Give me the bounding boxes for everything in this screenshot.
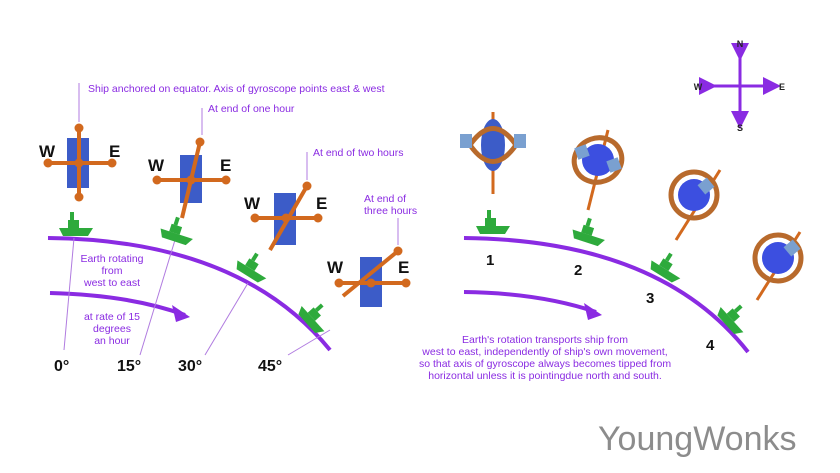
annotation-equator: Ship anchored on equator. Axis of gyrosc… (88, 83, 385, 95)
degree-15: 15° (117, 358, 141, 375)
ship-icon (236, 252, 267, 283)
ship-icon (160, 216, 193, 246)
caption-line3: so that axis of gyroscope always becomes… (419, 358, 671, 370)
east-label: E (220, 156, 231, 175)
gyroscope-hour-2 (250, 181, 323, 252)
step-number-3: 3 (646, 290, 654, 307)
caption-line1: Earth's rotation transports ship from (462, 334, 628, 346)
earth-rotating-line1: Earth rotating (80, 253, 143, 265)
caption-line4: horizontal unless it is pointingdue nort… (428, 370, 662, 382)
east-label: E (109, 142, 120, 161)
degree-30: 30° (178, 358, 202, 375)
annotation-one-hour: At end of one hour (208, 103, 295, 115)
earth-curve-left (47, 236, 332, 352)
east-label: E (316, 194, 327, 213)
ship-icon (476, 210, 510, 234)
gyroscope-step-1 (460, 112, 526, 194)
west-label: W (244, 194, 261, 213)
compass-icon: N S E W (694, 39, 785, 133)
ship-icon (572, 217, 605, 247)
rotation-arrow-head-left (172, 305, 190, 322)
rate-line1: at rate of 15 (84, 311, 140, 323)
annotation-three-hours-line2: three hours (364, 205, 417, 217)
earth-rotating-line2: from (102, 265, 123, 277)
rotation-arrow-head-right (584, 303, 602, 320)
gyroscope-step-4 (752, 231, 804, 301)
ship-icon (59, 212, 93, 236)
degree-45: 45° (258, 358, 282, 375)
earth-curve-right (463, 236, 750, 354)
step-number-2: 2 (574, 262, 582, 279)
compass-west: W (694, 82, 703, 92)
west-label: W (39, 142, 56, 161)
compass-south: S (737, 123, 743, 133)
ship-icon (298, 303, 325, 333)
compass-north: N (737, 39, 744, 49)
leader-lines (63, 83, 399, 356)
west-label: W (148, 156, 165, 175)
ship-icon (717, 304, 744, 334)
brand-logo: YoungWonks (598, 420, 797, 458)
annotation-two-hours: At end of two hours (313, 147, 403, 159)
earth-rotating-line3: west to east (83, 277, 140, 289)
caption-line2: west to east, independently of ship's ow… (421, 346, 667, 358)
gyroscope-hour-3 (334, 246, 411, 307)
gyroscope-hour-1 (152, 137, 231, 219)
step-number-1: 1 (486, 252, 494, 269)
rate-line2: degrees (93, 323, 131, 335)
gyroscope-step-3 (668, 169, 722, 241)
degree-0: 0° (54, 358, 69, 375)
gyroscope-step-2 (571, 129, 625, 211)
ship-icon (650, 252, 681, 283)
rotation-arrow-right (463, 290, 597, 314)
annotation-three-hours-line1: At end of (364, 193, 406, 205)
west-label: W (327, 258, 344, 277)
gyroscope-hour-0 (43, 123, 117, 202)
rate-line3: an hour (94, 335, 130, 347)
east-label: E (398, 258, 409, 277)
step-number-4: 4 (706, 337, 715, 354)
compass-east: E (779, 82, 785, 92)
rotation-arrow-left (49, 291, 186, 317)
